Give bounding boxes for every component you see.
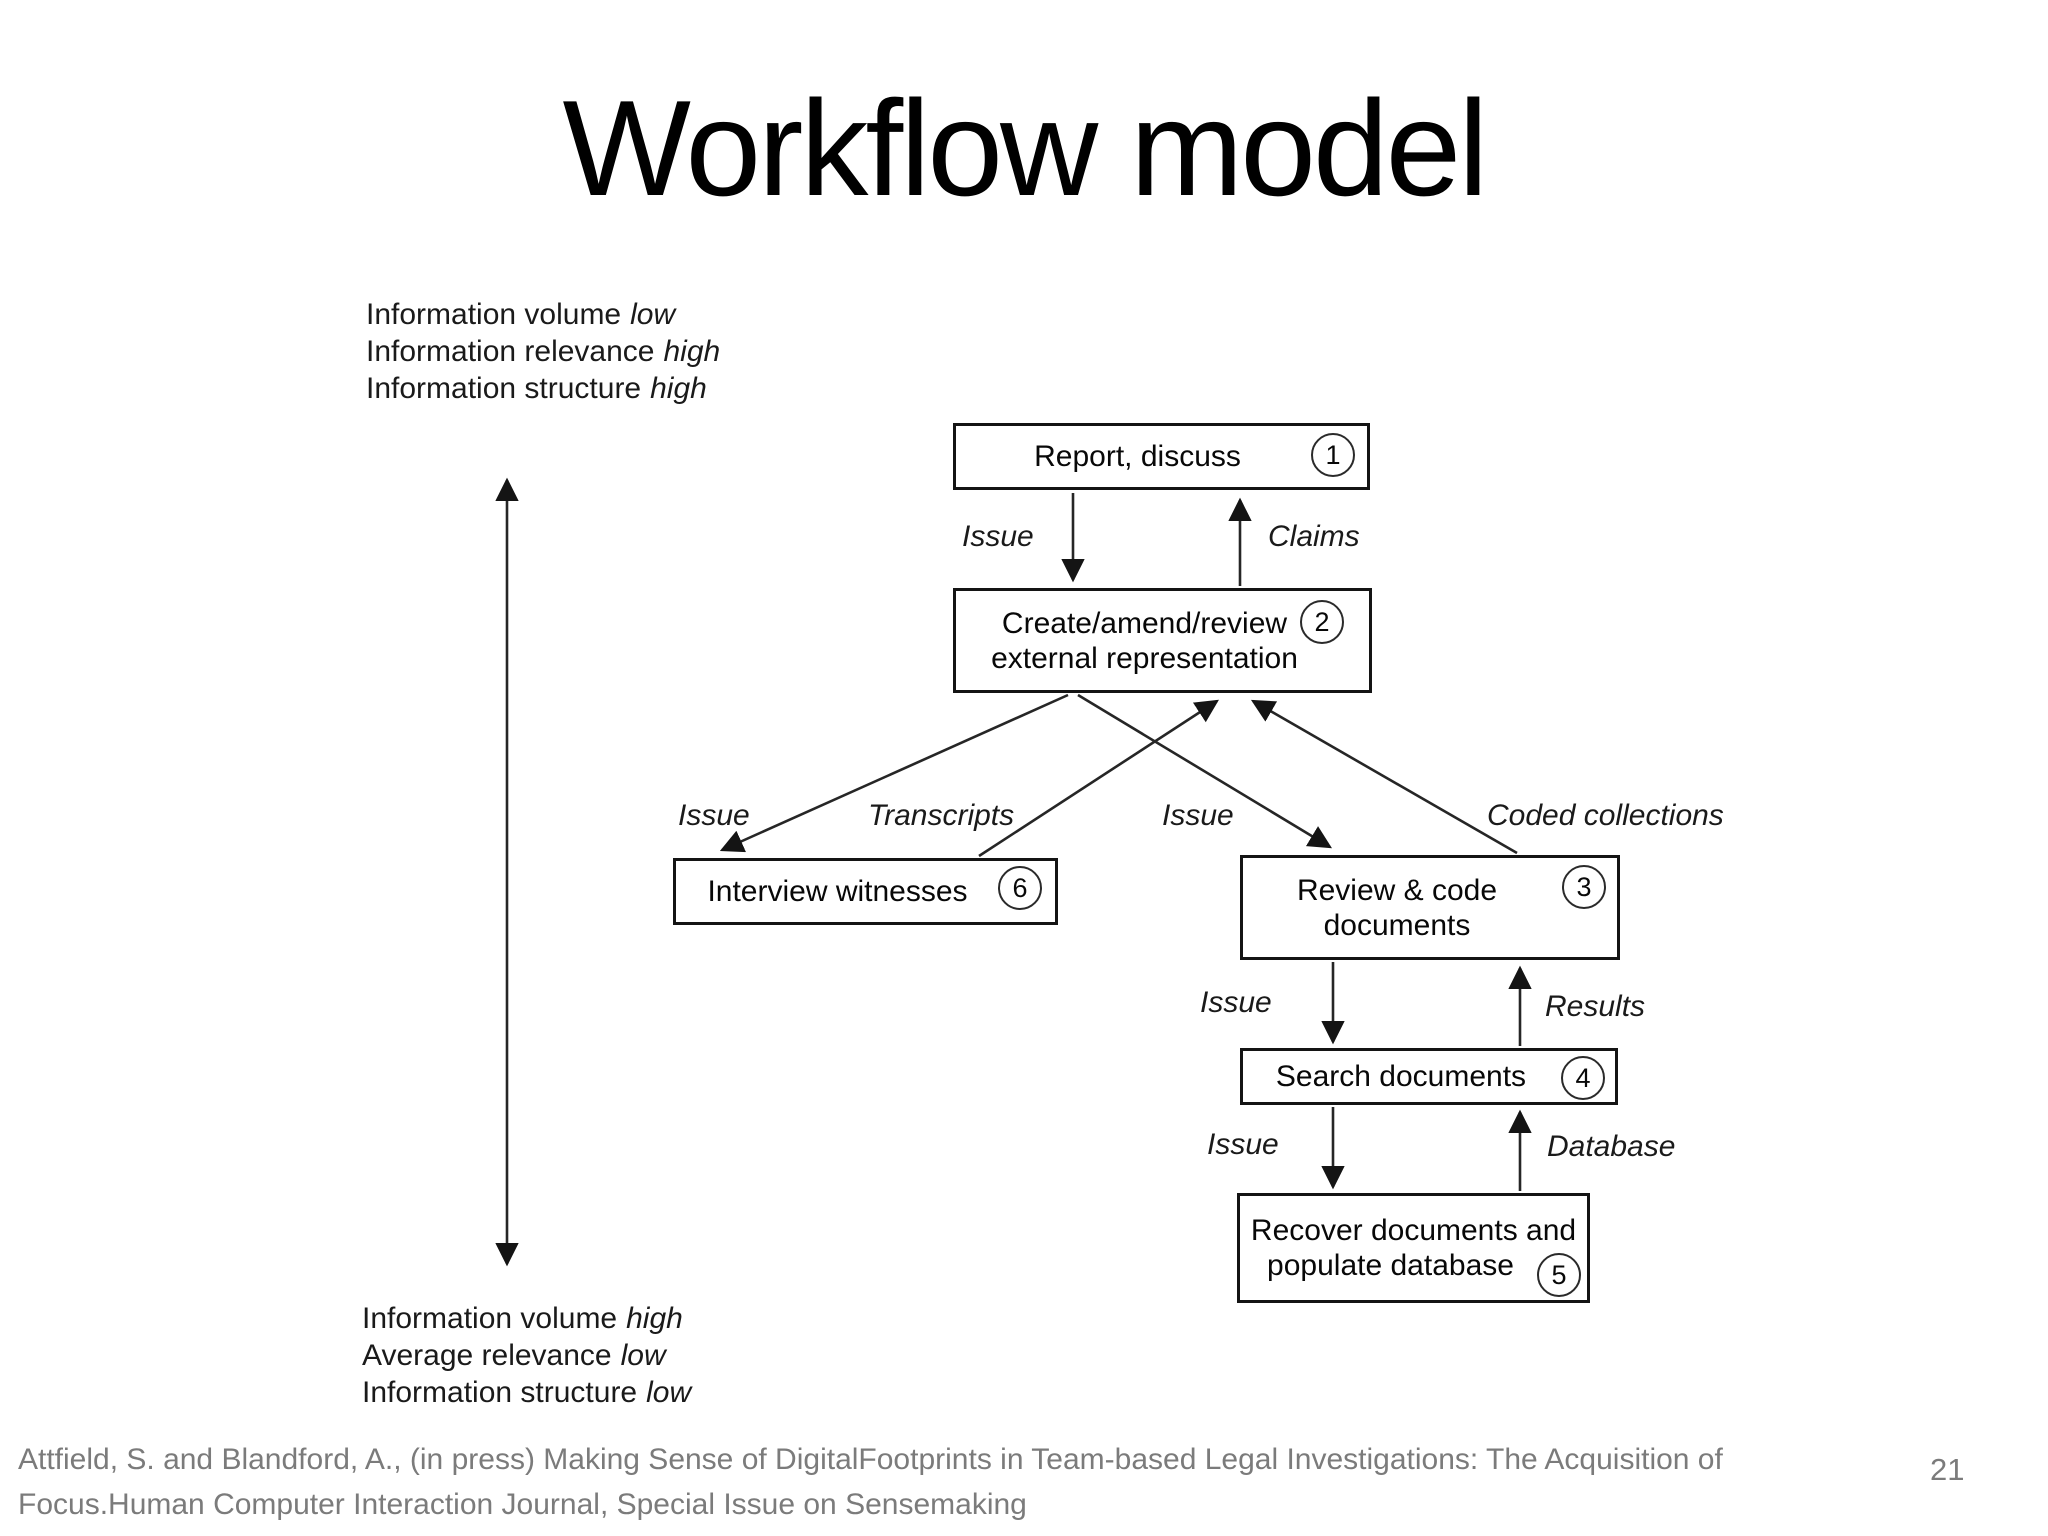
annotation-label: Information volume bbox=[362, 1302, 618, 1335]
node-number-badge: 2 bbox=[1300, 600, 1344, 644]
edge-label-issue: Issue bbox=[678, 799, 750, 832]
node-number-badge: 1 bbox=[1311, 433, 1355, 477]
node-search-documents: Search documents 4 bbox=[1240, 1048, 1618, 1105]
annotation-label: Information relevance bbox=[366, 335, 655, 368]
edge-label-issue: Issue bbox=[1162, 799, 1234, 832]
node-label: Create/amend/review bbox=[1001, 606, 1288, 640]
edge-label-results: Results bbox=[1545, 990, 1646, 1023]
arrow-coded-collections-review-to-create bbox=[1250, 699, 1518, 855]
edge-label-issue: Issue bbox=[1200, 986, 1272, 1019]
citation-line-2: Focus.Human Computer Interaction Journal… bbox=[18, 1488, 1027, 1521]
node-label: documents bbox=[1323, 908, 1471, 942]
node-number-badge: 6 bbox=[998, 866, 1042, 910]
node-interview-witnesses: Interview witnesses 6 bbox=[673, 858, 1058, 925]
node-label: populate database bbox=[1267, 1249, 1514, 1282]
node-number-badge: 5 bbox=[1537, 1253, 1581, 1297]
node-label: Review & code bbox=[1296, 873, 1498, 907]
node-label: external representation bbox=[991, 641, 1298, 675]
annotation-label: Information structure bbox=[366, 372, 642, 405]
node-label: Search documents bbox=[1275, 1060, 1527, 1093]
edge-label-coded-collections: Coded collections bbox=[1487, 799, 1724, 832]
page-number: 21 bbox=[1930, 1452, 1965, 1487]
annotation-value: low bbox=[630, 298, 676, 331]
edge-label-issue: Issue bbox=[1207, 1128, 1279, 1161]
node-number-badge: 3 bbox=[1562, 865, 1606, 909]
annotation-label: Information volume bbox=[366, 298, 622, 331]
annotation-value: low bbox=[646, 1376, 692, 1409]
node-label: Recover documents and bbox=[1250, 1214, 1577, 1247]
node-label: Report, discuss bbox=[1034, 440, 1241, 473]
node-label: Interview witnesses bbox=[707, 875, 968, 908]
node-review-code-documents: Review & code documents 3 bbox=[1240, 855, 1620, 960]
edge-label-database: Database bbox=[1547, 1130, 1676, 1163]
node-report-discuss: Report, discuss 1 bbox=[953, 423, 1370, 490]
citation-line-1: Attfield, S. and Blandford, A., (in pres… bbox=[18, 1443, 1723, 1476]
citation: Attfield, S. and Blandford, A., (in pres… bbox=[18, 1437, 1838, 1527]
edge-label-claims: Claims bbox=[1268, 520, 1360, 553]
edge-label-transcripts: Transcripts bbox=[868, 799, 1015, 832]
annotation-label: Information structure bbox=[362, 1376, 638, 1409]
edge-label-issue: Issue bbox=[962, 520, 1034, 553]
annotation-label: Average relevance bbox=[362, 1339, 612, 1372]
annotation-value: high bbox=[650, 372, 707, 405]
node-number-badge: 4 bbox=[1561, 1056, 1605, 1100]
node-create-amend-review: Create/amend/review external representat… bbox=[953, 588, 1372, 693]
annotation-value: low bbox=[620, 1339, 666, 1372]
annotation-value: high bbox=[663, 335, 721, 368]
slide-title: Workflow model bbox=[562, 72, 1489, 224]
node-recover-documents: Recover documents and populate database … bbox=[1237, 1193, 1590, 1303]
annotation-value: high bbox=[626, 1302, 683, 1335]
